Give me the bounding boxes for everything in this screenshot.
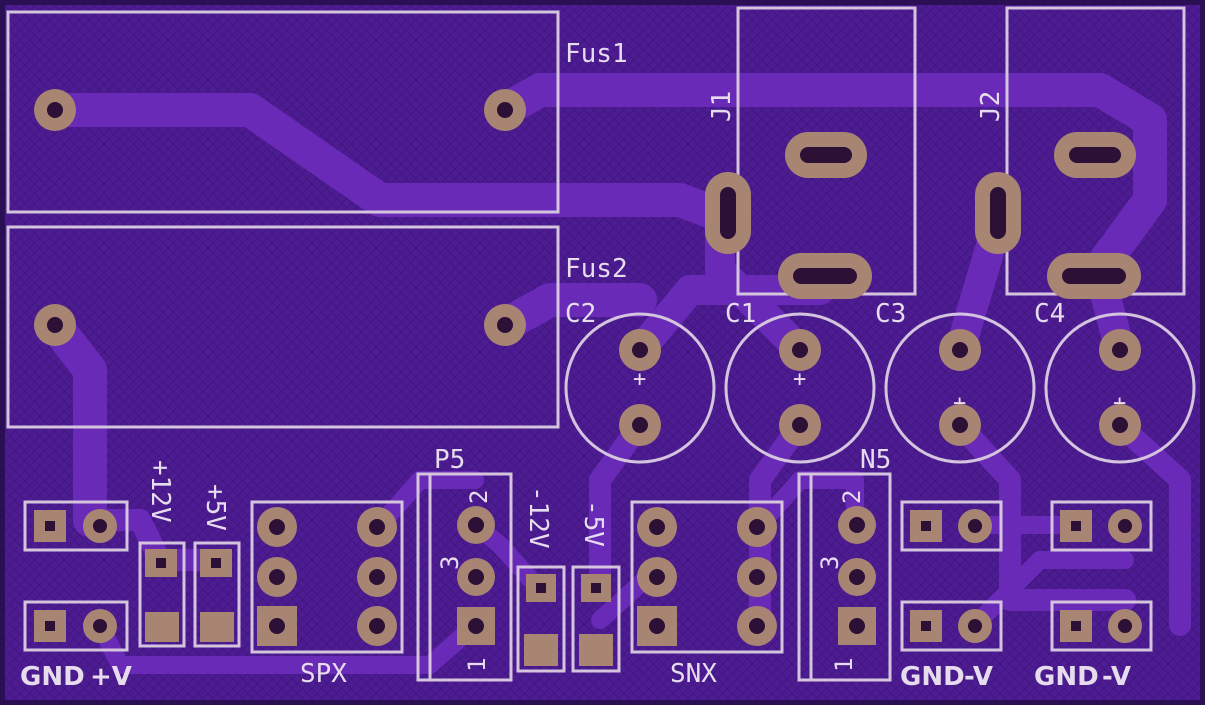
fuse-fus1: Fus1 (6, 10, 628, 214)
gnd-label-right-b: GND (1034, 662, 1099, 692)
minus-v-label-b: -V (1102, 662, 1131, 692)
minus12v-label: -12V (523, 486, 553, 549)
gnd-label-right-a: GND (900, 662, 965, 692)
led-plus5v: +5V (193, 484, 241, 648)
header-right-a-top (900, 500, 1003, 552)
p5-pin3: 3 (436, 556, 464, 570)
c1-label: C1 (725, 299, 756, 329)
n5-pin3: 3 (816, 556, 844, 570)
connector-spx: SPX (250, 500, 404, 689)
capacitor-c1: C1 + (724, 299, 876, 464)
capacitor-c4: C4 + (1034, 299, 1196, 464)
n5-pin2: 2 (838, 490, 866, 504)
plus5v-label: +5V (200, 484, 230, 531)
jack-j2: J2 (975, 6, 1186, 299)
connector-snx: SNX (630, 500, 784, 689)
led-minus5v: -5V (571, 500, 621, 673)
minus-v-label-a: -V (964, 662, 993, 692)
capacitor-c2: C2 + (564, 299, 716, 464)
c4-label: C4 (1034, 299, 1065, 329)
connector-p5: P5 2 3 1 (416, 445, 513, 682)
j2-label: J2 (976, 91, 1006, 122)
capacitor-c3: C3 + (875, 299, 1036, 464)
spx-label: SPX (300, 659, 347, 689)
header-right-b-top (1050, 500, 1153, 552)
p5-pin1: 1 (463, 658, 491, 672)
fus1-label: Fus1 (565, 39, 628, 69)
plus-v-label: +V (90, 662, 132, 692)
n5-pin1: 1 (830, 658, 858, 672)
connector-n5: N5 2 3 1 (797, 445, 892, 682)
gnd-label-left: GND (20, 662, 85, 692)
c3-label: C3 (875, 299, 906, 329)
header-right-a-bottom (900, 600, 1003, 652)
snx-label: SNX (670, 659, 717, 689)
header-right-b-bottom (1050, 600, 1153, 652)
p5-pin2: 2 (465, 490, 493, 504)
fuse-fus2: Fus2 (6, 225, 628, 429)
led-plus12v: +12V (138, 460, 186, 648)
c1-polarity: + (793, 367, 806, 392)
c2-polarity: + (633, 367, 646, 392)
header-left-top (23, 500, 129, 552)
jack-j1: J1 (705, 6, 917, 299)
plus12v-label: +12V (145, 460, 175, 523)
n5-label: N5 (860, 445, 891, 475)
fus2-label: Fus2 (565, 254, 628, 284)
led-minus12v: -12V (516, 486, 566, 673)
header-left-bottom (23, 600, 129, 652)
p5-label: P5 (434, 445, 465, 475)
minus5v-label: -5V (578, 500, 608, 547)
c2-label: C2 (565, 299, 596, 329)
j1-label: J1 (707, 91, 737, 122)
